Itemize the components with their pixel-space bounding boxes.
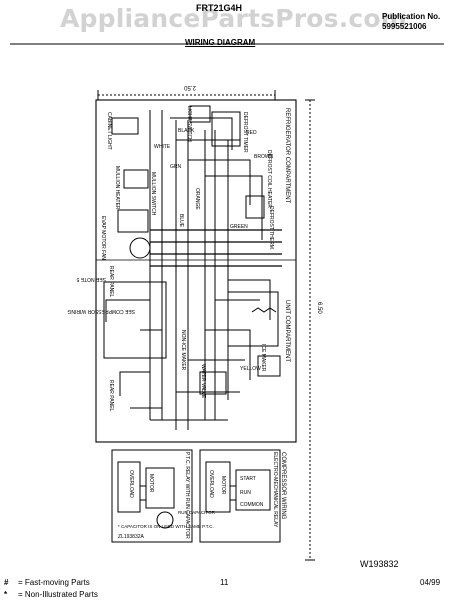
legend-non-illustrated-text: = Non-Illustrated Parts — [18, 590, 98, 599]
legend-fast-moving-symbol: # — [4, 578, 9, 587]
model-number: FRT21G4H — [196, 3, 243, 13]
motor-fan-label: EVAP MOTOR FAN — [100, 216, 106, 260]
ptc-motor-label: MOTOR — [148, 474, 154, 493]
legend-non-illustrated-symbol: * — [4, 590, 8, 599]
em-motor-label: MOTOR — [220, 476, 226, 495]
mullion-switch-label: MULLION SWITCH — [150, 172, 156, 216]
dimension-top: 2.50 — [184, 84, 196, 90]
wire-green-label: GREEN — [230, 224, 248, 230]
publication-block: Publication No. 5995521006 — [382, 12, 440, 32]
see-notes-label: SEE NOTE 5 — [76, 276, 106, 282]
publication-number: 5995521006 — [382, 22, 427, 31]
em-relay-title: ELECTRO-MECHANICAL RELAY — [272, 452, 278, 528]
wire-white-label: WHITE — [154, 144, 171, 150]
footer-date: 04/99 — [420, 578, 441, 587]
publication-label: Publication No. — [382, 12, 441, 21]
ptc-relay-title: P.T.C. RELAY WITH RUN CAPACITOR — [184, 452, 190, 539]
em-common-label: COMMON — [240, 502, 264, 508]
rear-panel-2-label: REAR PANEL — [108, 380, 114, 412]
legend-non-illustrated: * = Non-Illustrated Parts — [4, 590, 98, 599]
unit-compartment-label: UNIT COMPARTMENT — [284, 300, 290, 362]
defrost-coil-heater-label: DEFROST COIL HEATER — [266, 150, 272, 208]
wire-yellow-label: YELLOW — [240, 366, 261, 372]
watermark: AppliancePartsPros.com — [60, 4, 408, 33]
ice-maker-label: ICE MAKER — [260, 344, 266, 372]
cabinet-light-label: CABINET LIGHT — [106, 112, 112, 150]
non-ice-maker-label: NON-ICE MAKER — [180, 330, 186, 371]
em-run-label: RUN — [240, 490, 251, 496]
mullion-heater-label: MULLION HEATER — [114, 166, 120, 210]
wire-orange-label: ORANGE — [194, 188, 200, 210]
inset-part-number: ZL193832A — [118, 534, 145, 540]
water-valve-label: WATER VALVE — [200, 364, 206, 399]
wire-brown-label: BROWN — [254, 154, 274, 160]
ptc-overload-label: OVERLOAD — [128, 470, 134, 498]
dimension-right: 6.50 — [316, 302, 322, 314]
drawing-number: W193832 — [360, 559, 399, 569]
refrigerator-compartment-label: REFRIGERATOR COMPARTMENT — [284, 108, 290, 204]
page-title: WIRING DIAGRAM — [185, 38, 256, 47]
defrost-therm-label: DEFROST THERM. — [268, 206, 274, 250]
wire-grn-label: GRN — [170, 164, 182, 170]
em-overload-label: OVERLOAD — [208, 470, 214, 498]
defrost-timer-label: DEFROST TIMER — [242, 112, 248, 153]
wire-red-label: RED — [246, 130, 257, 136]
run-capacitor-label: RUN CAPACITOR — [178, 510, 216, 515]
wire-blue-label: BLUE — [178, 214, 184, 228]
rear-panel-label: REAR PANEL — [108, 266, 114, 298]
compressor-wiring-label: COMPRESSOR WIRING — [280, 452, 286, 520]
light-switch-label: LIGHT SWITCH — [186, 106, 192, 142]
em-start-label: START — [240, 476, 256, 482]
legend-fast-moving-text: = Fast-moving Parts — [18, 578, 90, 587]
wire-black-label: BLACK — [178, 128, 195, 134]
page-number: 11 — [220, 578, 229, 587]
capacitor-note: * CAPACITOR IS ON USED WITH SAME P.T.C. — [118, 524, 214, 529]
legend-fast-moving: # = Fast-moving Parts — [4, 578, 90, 587]
see-compressor-wiring-label: SEE COMPRESSOR WIRING — [67, 308, 135, 314]
